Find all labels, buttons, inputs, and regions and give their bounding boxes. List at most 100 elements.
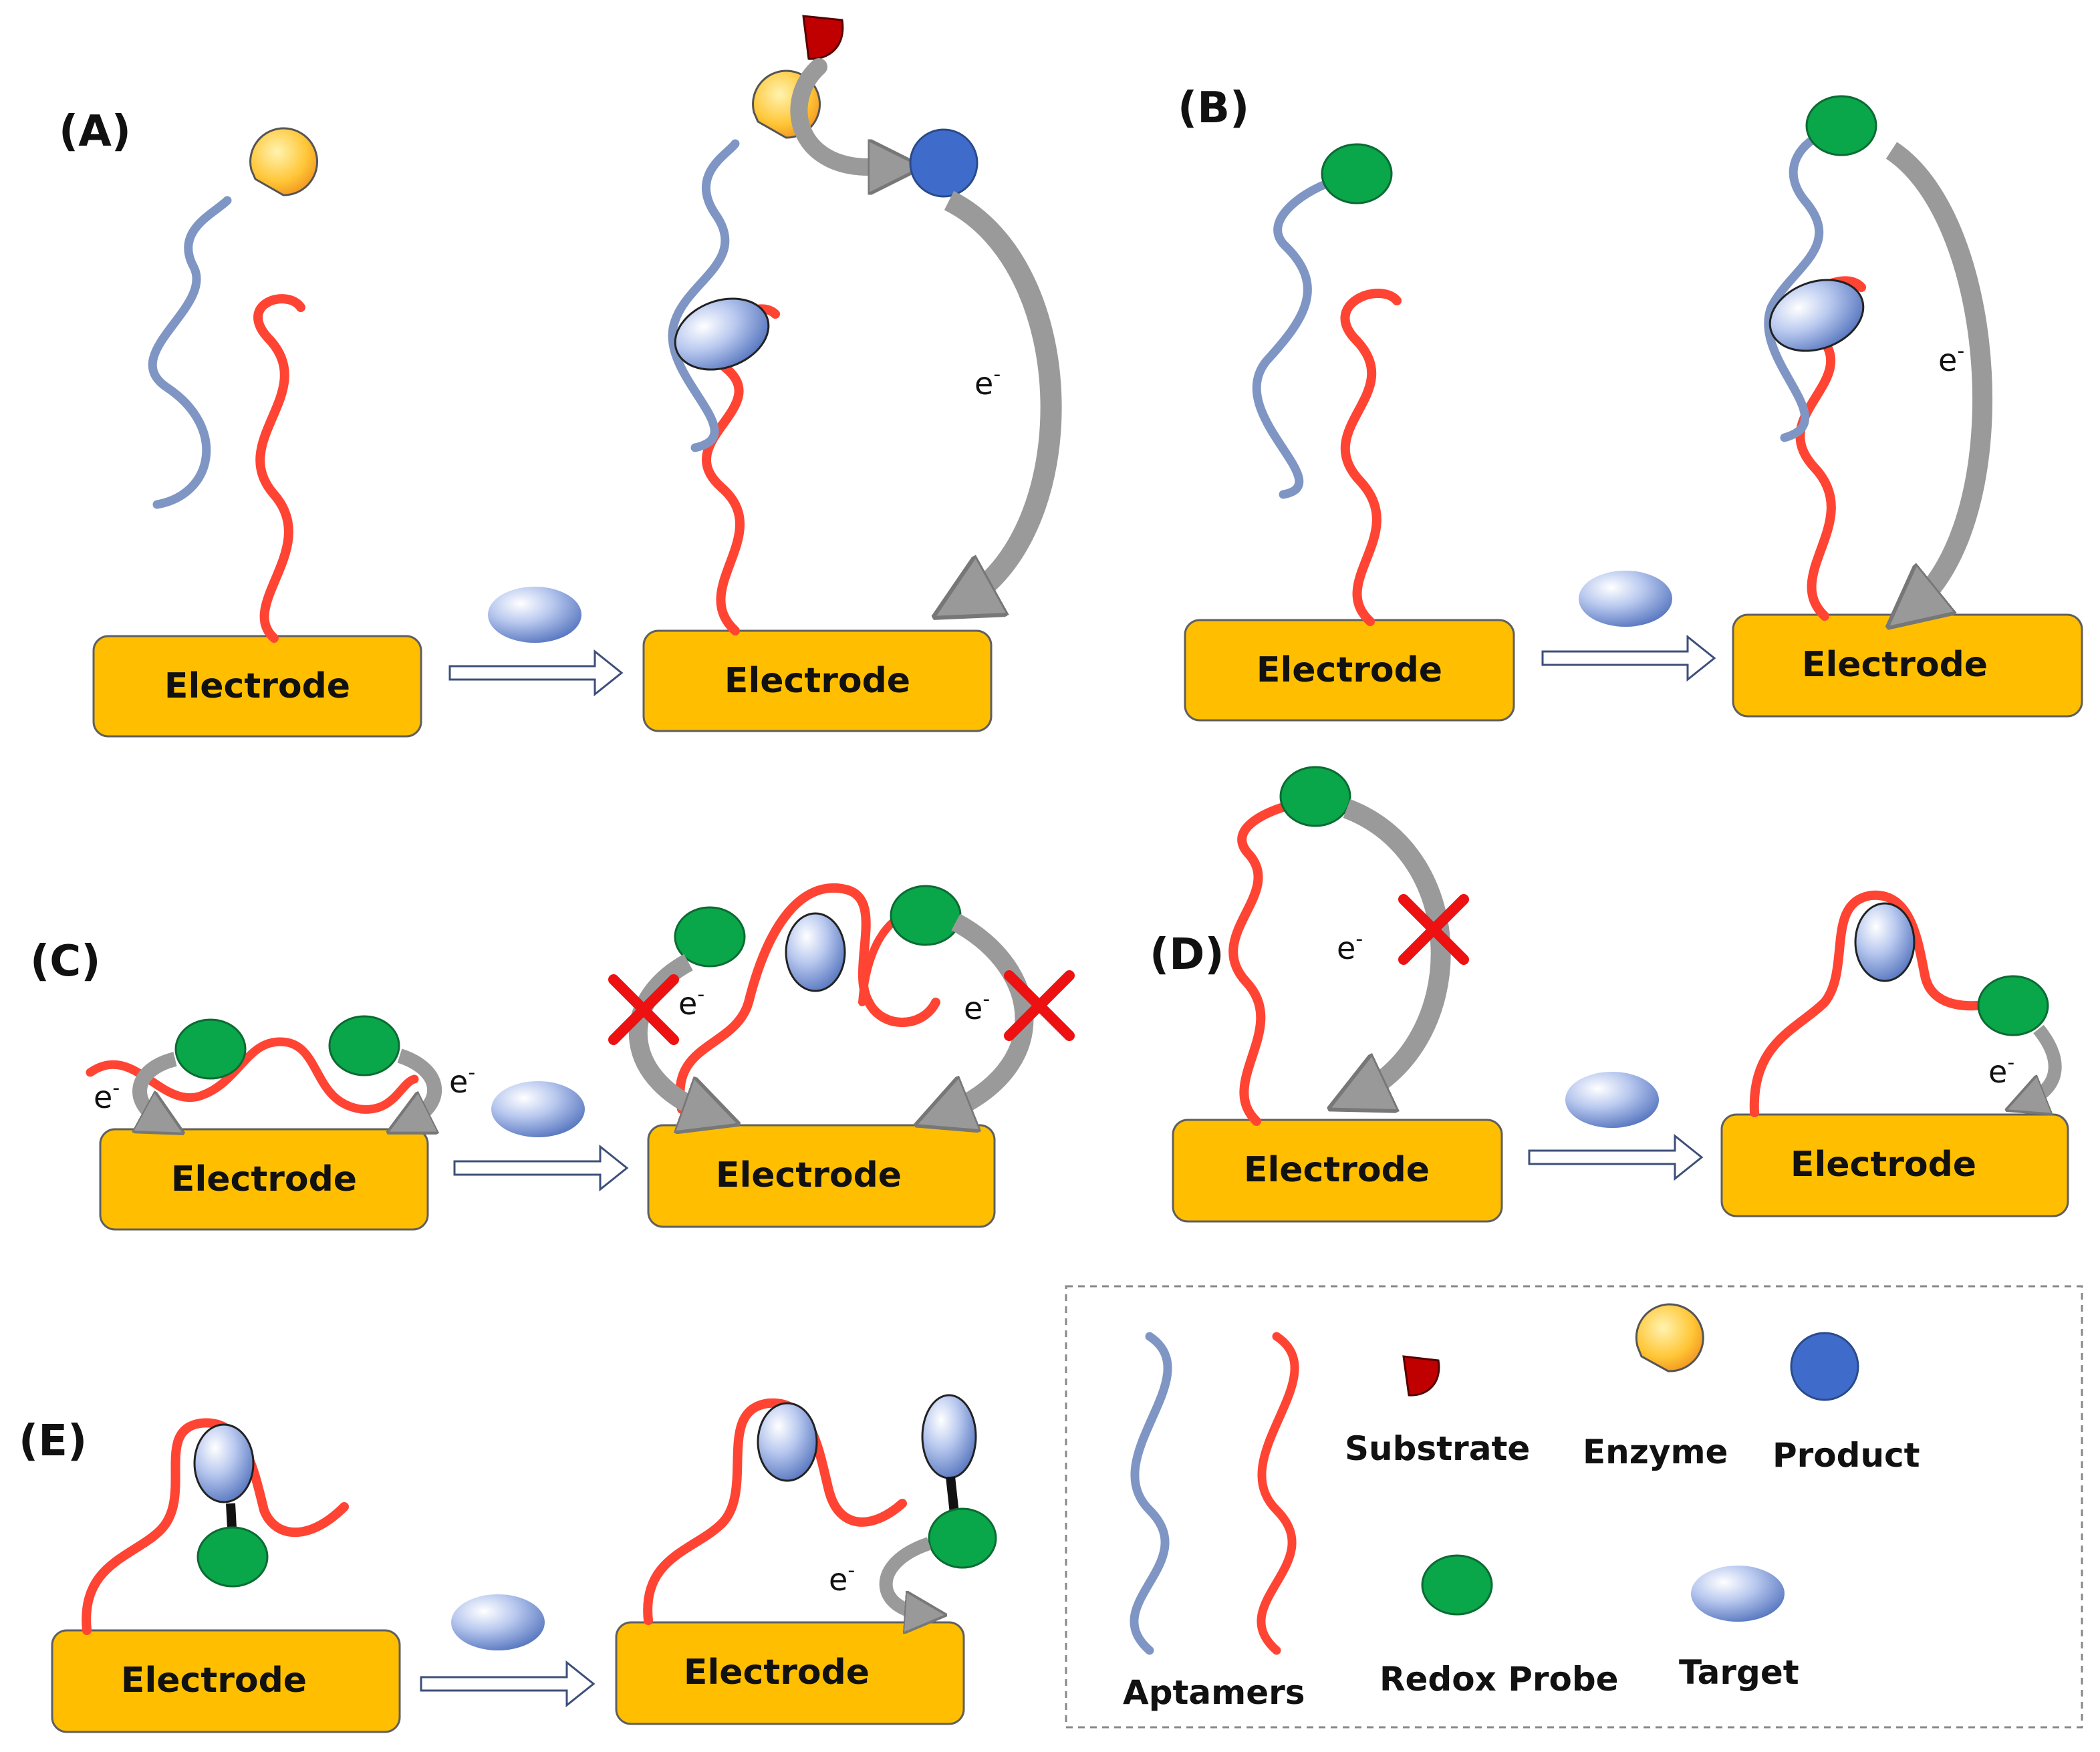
enzyme-icon	[249, 127, 319, 196]
panel-label-c: (C)	[30, 937, 100, 986]
redox-probe-icon	[196, 1526, 269, 1588]
target-icon	[488, 587, 581, 643]
blocked-cross-icon	[1398, 894, 1469, 965]
legend-enzyme-label: Enzyme	[1583, 1433, 1728, 1471]
redox-probe-icon	[928, 1507, 997, 1569]
electrode-label: Electrode	[121, 1660, 307, 1701]
panel-e-before: Electrode	[51, 1418, 401, 1733]
panel-label-a: (A)	[59, 107, 131, 156]
panel-d-after: Electrode e-	[1720, 890, 2069, 1217]
panel-c-after: Electrode e- e-	[608, 883, 1075, 1228]
target-icon	[1768, 279, 1865, 352]
electrode-label: Electrode	[1244, 1150, 1430, 1190]
target-icon	[785, 912, 846, 992]
electron-transfer-arrow	[879, 1537, 929, 1614]
electrode	[1720, 1113, 2069, 1217]
reaction-arrow	[1541, 634, 1716, 682]
redox-probe-icon	[328, 1015, 400, 1076]
product-icon	[1790, 1332, 1859, 1401]
electrode	[647, 1124, 996, 1228]
electrode	[642, 629, 993, 732]
redox-probe-icon	[1421, 1554, 1493, 1616]
aptamer-blue	[1764, 129, 1829, 442]
electron-label: e-	[974, 363, 1001, 402]
reaction-arrow	[453, 1144, 629, 1192]
blocked-cross-icon	[1004, 970, 1075, 1041]
redox-probe-icon	[174, 1018, 247, 1080]
electrode-label: Electrode	[716, 1155, 902, 1195]
legend: Aptamers Substrate Enzyme Product Redox …	[1065, 1285, 2083, 1729]
aptamer-red	[82, 1418, 349, 1635]
panel-e-after: Electrode e-	[615, 1394, 997, 1725]
redox-probe-icon	[1321, 143, 1393, 204]
electrode	[615, 1621, 965, 1725]
legend-redox-probe-label: Redox Probe	[1380, 1660, 1619, 1699]
redox-probe-icon	[674, 906, 746, 968]
electron-label: e-	[449, 1061, 475, 1100]
electrode-label: Electrode	[1791, 1145, 1976, 1185]
electron-transfer-arrow	[942, 913, 1034, 1115]
panel-c-before: Electrode e- e-	[86, 1015, 475, 1231]
target-icon	[1579, 571, 1672, 627]
panel-label-b: (B)	[1178, 84, 1249, 133]
panel-a-after: Electrode e-	[642, 15, 1062, 732]
electron-label: e-	[1938, 339, 1964, 378]
electrode-label: Electrode	[684, 1652, 870, 1693]
electrode-label: Electrode	[1802, 645, 1988, 685]
target-icon	[674, 297, 770, 371]
panel-b-before: Electrode	[1184, 143, 1515, 722]
legend-substrate-label: Substrate	[1345, 1429, 1530, 1468]
reaction-arrow	[1528, 1133, 1704, 1181]
electrode	[99, 1128, 429, 1231]
legend-aptamers-label: Aptamers	[1123, 1673, 1305, 1712]
target-icon	[193, 1423, 255, 1503]
electrode	[1184, 619, 1515, 722]
electron-label: e-	[1337, 927, 1363, 966]
electrode	[51, 1629, 401, 1733]
target-icon	[1854, 902, 1916, 982]
electrode	[92, 635, 422, 738]
redox-probe-icon	[1977, 975, 2049, 1036]
legend-target-label: Target	[1679, 1653, 1799, 1692]
electron-transfer-arrow	[1347, 798, 1451, 1096]
substrate-icon	[1402, 1355, 1440, 1397]
aptamer-blue	[668, 139, 740, 452]
legend-product-label: Product	[1773, 1436, 1920, 1475]
redox-probe-icon	[890, 885, 962, 946]
legend-aptamer-blue	[1130, 1332, 1172, 1655]
aptamer-red	[253, 294, 305, 643]
electrode-label: Electrode	[164, 666, 350, 706]
aptamer-red	[1228, 797, 1308, 1126]
electron-label: e-	[678, 983, 704, 1022]
product-icon	[909, 128, 978, 198]
electron-transfer-arrow	[949, 190, 1062, 601]
electron-label: e-	[964, 988, 990, 1026]
enzyme-icon	[1635, 1303, 1704, 1372]
aptamer-blue	[148, 196, 232, 509]
aptamer-red	[86, 1037, 419, 1114]
electron-transfer-arrow	[140, 1052, 175, 1123]
legend-aptamer-red	[1257, 1332, 1299, 1655]
electron-transfer-arrow	[400, 1048, 442, 1123]
target-icon	[1565, 1072, 1659, 1128]
panel-a-before: Electrode	[92, 127, 422, 738]
conversion-arrow	[790, 58, 896, 167]
target-icon	[757, 1402, 818, 1482]
electrode-label: Electrode	[171, 1159, 357, 1199]
redox-probe-icon	[1805, 95, 1877, 156]
panel-label-e: (E)	[19, 1417, 87, 1466]
electron-label: e-	[94, 1076, 120, 1115]
aptamer-red	[675, 883, 940, 1114]
reaction-arrow	[420, 1660, 596, 1708]
aptamer-red	[643, 1398, 907, 1625]
electron-transfer-arrow	[1891, 142, 1992, 608]
electron-label: e-	[1988, 1051, 2014, 1090]
target-icon	[921, 1394, 977, 1479]
redox-probe-icon	[1279, 766, 1351, 827]
electron-transfer-arrow	[2025, 1024, 2062, 1103]
aptamer-red	[1340, 289, 1402, 626]
aptamer-red	[1749, 890, 2003, 1117]
legend-border	[1065, 1285, 2083, 1729]
aptamer-blue	[1252, 176, 1341, 499]
electrode	[1172, 1119, 1503, 1223]
